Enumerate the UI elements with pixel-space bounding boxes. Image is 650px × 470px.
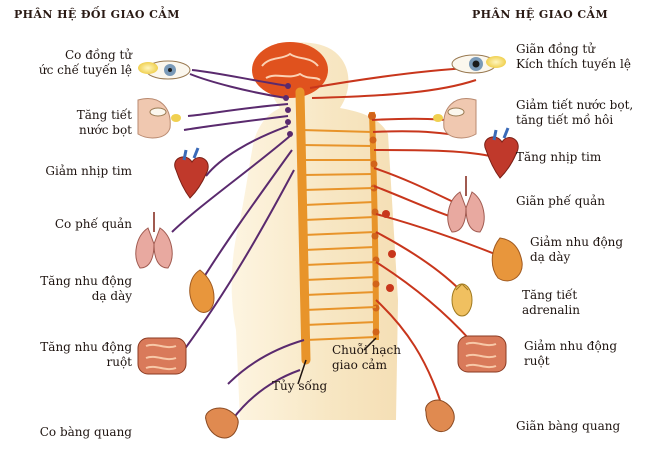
chain-connections <box>301 129 377 341</box>
symp-effect-intestine: Giảm nhu động ruột <box>524 339 646 369</box>
symp-effect-saliva-line2: tăng tiết mồ hôi <box>516 113 614 127</box>
spinal-cord <box>295 87 311 365</box>
left-salivary-head-icon <box>137 98 181 139</box>
para-effect-saliva-line1: Tăng tiết <box>76 108 132 122</box>
left-stomach-icon <box>189 269 215 313</box>
para-effect-saliva-line2: nước bọt <box>79 123 132 137</box>
para-effect-bladder-line1: Co bàng quang <box>39 425 132 439</box>
symp-effect-stomach-line2: dạ dày <box>530 250 571 264</box>
symp-effect-heart-line1: Tăng nhịp tim <box>516 150 602 164</box>
right-lungs-icon <box>447 176 485 233</box>
symp-effect-adrenal-line1: Tăng tiết <box>522 288 578 302</box>
sympathetic-heading: PHÂN HỆ GIAO CẢM <box>472 8 609 21</box>
para-effect-intestine-line2: ruột <box>106 355 132 369</box>
symp-effect-saliva: Giảm tiết nước bọt, tăng tiết mồ hôi <box>516 98 646 128</box>
para-effect-bronchi: Co phế quản <box>8 217 132 232</box>
para-effect-bronchi-line1: Co phế quản <box>54 217 132 231</box>
right-heart-icon <box>484 127 519 179</box>
left-bladder-icon <box>205 407 239 439</box>
left-intestine-icon <box>137 337 187 375</box>
spinal-cord-label: Tủy sống <box>272 379 328 393</box>
para-effect-intestine: Tăng nhu động ruột <box>8 340 132 370</box>
symp-effect-bronchi: Giãn phế quản <box>516 194 646 209</box>
structure-pointers <box>297 337 377 385</box>
para-effect-saliva: Tăng tiết nước bọt <box>8 108 132 138</box>
right-salivary-head-icon <box>433 98 477 139</box>
para-effect-heart: Giảm nhịp tim <box>8 164 132 179</box>
symp-effect-saliva-line1: Giảm tiết nước bọt, <box>516 98 634 112</box>
symp-effect-bronchi-line1: Giãn phế quản <box>516 194 606 208</box>
para-effect-heart-line1: Giảm nhịp tim <box>45 164 132 178</box>
right-bladder-icon <box>425 399 455 432</box>
para-effect-intestine-line1: Tăng nhu động <box>40 340 132 354</box>
sympathetic-chain-label-line2: giao cảm <box>332 358 387 372</box>
right-stomach-icon <box>491 237 523 282</box>
brain-icon <box>252 42 328 98</box>
symp-effect-eye-line2: Kích thích tuyến lệ <box>516 57 631 71</box>
sympathetic-chain-label: Chuỗi hạch giao cảm <box>332 343 401 373</box>
para-effect-stomach: Tăng nhu động dạ dày <box>8 274 132 304</box>
sympathetic-chain-label-line1: Chuỗi hạch <box>332 343 401 357</box>
symp-effect-eye: Giãn đồng tử Kích thích tuyến lệ <box>516 42 646 72</box>
symp-effect-intestine-line1: Giảm nhu động <box>524 339 618 353</box>
left-heart-icon <box>174 147 209 199</box>
para-effect-eye-line2: ức chế tuyến lệ <box>38 63 132 77</box>
symp-effect-eye-line1: Giãn đồng tử <box>516 42 595 56</box>
para-effect-stomach-line2: dạ dày <box>91 289 132 303</box>
para-effect-eye: Co đồng tử ức chế tuyến lệ <box>8 48 132 78</box>
right-eye-icon <box>451 54 506 74</box>
body-silhouette <box>231 42 398 420</box>
symp-effect-heart: Tăng nhịp tim <box>516 150 646 165</box>
parasympathetic-heading: PHÂN HỆ ĐỐI GIAO CẢM <box>14 8 180 21</box>
symp-effect-intestine-line2: ruột <box>524 354 550 368</box>
parasympathetic-ganglia <box>283 83 293 137</box>
symp-effect-bladder: Giãn bàng quang <box>516 419 646 434</box>
symp-effect-bladder-line1: Giãn bàng quang <box>516 419 621 433</box>
left-eye-icon <box>138 60 191 80</box>
para-effect-bladder: Co bàng quang <box>8 425 132 440</box>
left-lungs-icon <box>135 212 173 269</box>
symp-effect-stomach: Giảm nhu động dạ dày <box>530 235 646 265</box>
sympathetic-ganglia <box>382 210 396 292</box>
para-effect-eye-line1: Co đồng tử <box>64 48 132 62</box>
symp-effect-adrenal: Tăng tiết adrenalin <box>522 288 646 318</box>
right-adrenal-icon <box>451 283 473 317</box>
symp-effect-adrenal-line2: adrenalin <box>522 303 580 317</box>
para-effect-stomach-line1: Tăng nhu động <box>40 274 132 288</box>
right-intestine-icon <box>457 335 507 373</box>
symp-effect-stomach-line1: Giảm nhu động <box>530 235 624 249</box>
